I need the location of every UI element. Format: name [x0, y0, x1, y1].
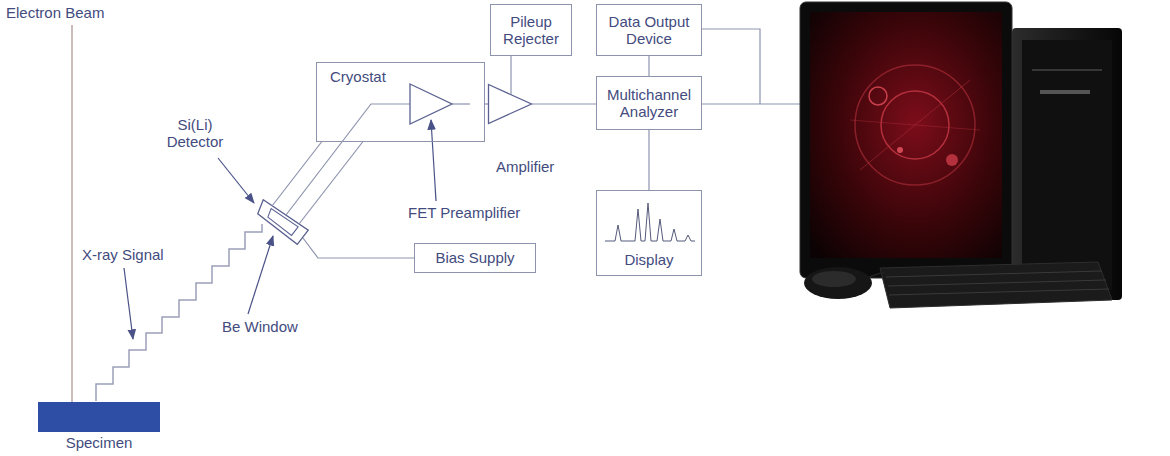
beam-label: Electron Beam: [6, 4, 104, 21]
window-label: Be Window: [222, 318, 298, 335]
process-box: Bias Supply: [414, 243, 536, 273]
display-box: Display: [596, 190, 702, 276]
keyboard: [880, 262, 1112, 308]
monitor-screen: [810, 12, 1002, 258]
amplifier-outline: [489, 85, 532, 124]
computer-tower: [1012, 28, 1122, 300]
screen-art: [869, 87, 887, 105]
keyboard-keys: [886, 271, 1109, 295]
tower-slot: [1032, 69, 1102, 71]
process-box: Data Output Device: [596, 4, 702, 56]
cryostat-housing: Cryostat: [316, 62, 485, 142]
node-text: Amplifier: [496, 158, 554, 175]
process-box: Pileup Rejecter: [490, 4, 572, 56]
node-text: Data Output Device: [603, 13, 695, 48]
connector-line: [485, 103, 488, 104]
node-text: Pileup Rejecter: [497, 13, 565, 48]
screen-art: [897, 147, 903, 153]
tower-detail: [1040, 90, 1090, 94]
leader-arrow: [124, 268, 133, 339]
leader-arrow: [248, 236, 273, 314]
node-text: Bias Supply: [435, 249, 514, 266]
tower-panel: [1022, 40, 1112, 290]
preamp-triangle: [410, 84, 452, 124]
amplifier-symbol: Amplifier: [488, 84, 532, 124]
signal-wire: [286, 104, 410, 215]
detector-label: Si(Li) Detector: [150, 116, 240, 151]
specimen-block: Specimen: [38, 402, 160, 432]
preamp-label: FET Preamplifier: [408, 204, 520, 221]
cryostat-tube: [299, 142, 363, 224]
signal-label: X-ray Signal: [82, 246, 164, 263]
detector-crystal: [268, 209, 298, 236]
amplifier-triangle: [488, 84, 532, 124]
node-text: Specimen: [38, 434, 160, 451]
electron-beam-line: [71, 25, 73, 402]
preamp-output-wire: [452, 103, 470, 104]
spectrum-trace: [605, 203, 695, 241]
computer-wire: [702, 29, 800, 104]
node-text: Display: [624, 251, 673, 268]
leader-arrow: [218, 158, 254, 203]
mouse: [804, 267, 872, 299]
mouse-highlight: [812, 271, 856, 287]
connector-line: [648, 56, 649, 76]
connector-line: [648, 130, 649, 190]
screen-art: [946, 154, 958, 166]
connector-line: [532, 103, 596, 104]
connector-line: [510, 56, 511, 94]
spectrum-trace-holder: [605, 199, 695, 245]
node-text: Multichannel Analyzer: [603, 86, 695, 121]
leader-arrow: [431, 120, 436, 201]
cryostat-tube: [272, 142, 322, 206]
process-box: Multichannel Analyzer: [596, 76, 702, 130]
node-text: Cryostat: [330, 68, 484, 85]
bias-wire: [303, 238, 414, 258]
screen-art: [850, 120, 980, 130]
monitor-bezel: [800, 2, 1012, 278]
